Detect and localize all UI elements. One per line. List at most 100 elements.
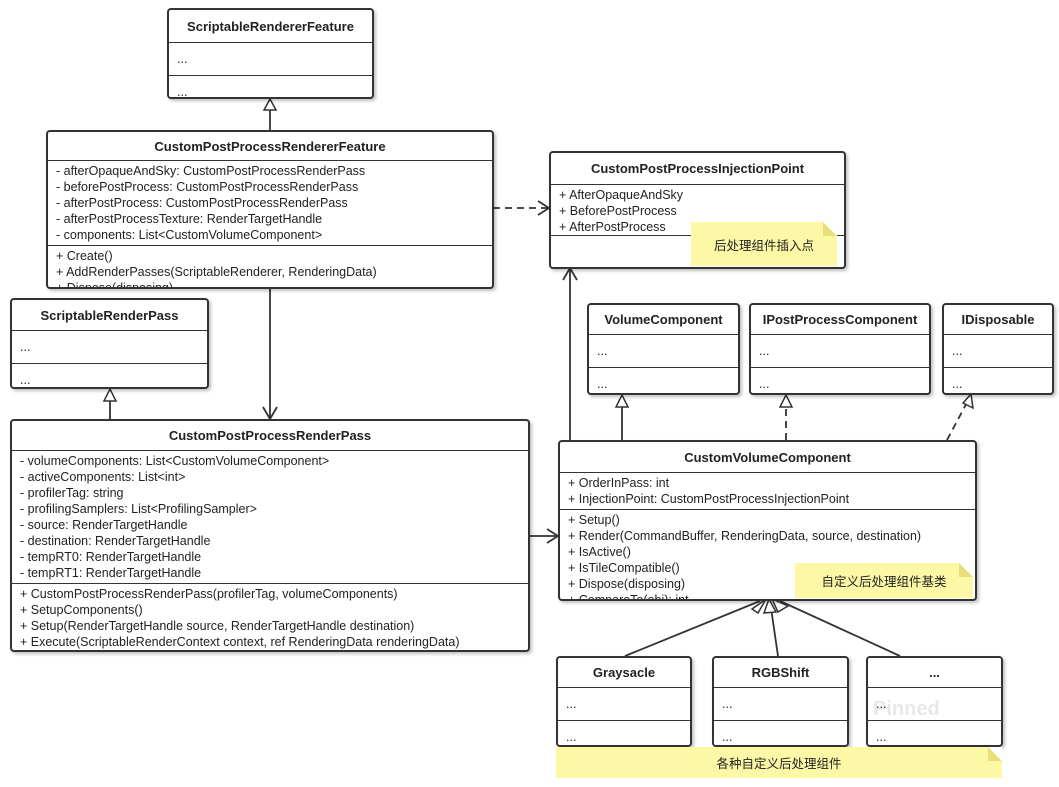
class-name: ScriptableRendererFeature [169,10,372,43]
methods-section: ... [751,367,929,393]
attribute-row: ... [722,697,733,711]
attributes-section: ... [868,688,1001,720]
method-row: + IsTileCompatible() [568,561,680,575]
method-row: ... [566,730,577,744]
methods-section: ... [589,367,738,393]
class-name: IPostProcessComponent [751,305,929,335]
methods-section: ... [714,720,847,745]
attribute-row: - afterPostProcess: CustomPostProcessRen… [56,196,348,210]
note-text: 后处理组件插入点 [713,238,814,253]
attribute-row: - afterPostProcessTexture: RenderTargetH… [56,212,323,226]
class-rgb-shift[interactable]: RGBShift ... ... [712,656,849,747]
method-row: + IsActive() [568,545,631,559]
class-more[interactable]: ... ... ... [866,656,1003,747]
attributes-section: ... [944,335,1052,367]
attributes-section: ... [751,335,929,367]
class-name: CustomPostProcessRendererFeature [48,132,492,161]
method-row: + Setup() [568,513,620,527]
class-idisposable[interactable]: IDisposable ... ... [942,303,1054,395]
class-name: VolumeComponent [589,305,738,335]
watermark: Pinned [873,698,940,720]
attribute-row: + AfterOpaqueAndSky [559,188,684,202]
inherit-more [779,600,901,657]
class-name: Graysacle [558,658,690,688]
class-volume-component[interactable]: VolumeComponent ... ... [587,303,740,395]
attribute-row: - source: RenderTargetHandle [20,518,188,532]
inherit-graysacle [624,600,761,657]
attribute-row: - beforePostProcess: CustomPostProcessRe… [56,180,359,194]
class-ipost-process-component[interactable]: IPostProcessComponent ... ... [749,303,931,395]
class-name: CustomPostProcessRenderPass [12,421,528,451]
method-row: ... [759,377,770,391]
method-row: + Render(CommandBuffer, RenderingData, s… [568,529,922,543]
attribute-row: + InjectionPoint: CustomPostProcessInjec… [568,492,850,506]
method-row: ... [722,730,733,744]
attribute-row: - profilerTag: string [20,486,124,500]
attribute-row: ... [876,697,887,711]
methods-section: ... [169,75,372,99]
method-row: + Create() [56,249,113,263]
class-custom-post-process-renderer-feature[interactable]: CustomPostProcessRendererFeature - after… [46,130,494,289]
method-row: + AddRenderPasses(ScriptableRenderer, Re… [56,265,377,279]
methods-section: + Create() + AddRenderPasses(ScriptableR… [48,245,492,289]
attribute-row: - tempRT0: RenderTargetHandle [20,550,202,564]
note-volume-base: 自定义后处理组件基类 [795,563,973,598]
class-name: IDisposable [944,305,1052,335]
method-row: + CustomPostProcessRenderPass(profilerTa… [20,587,398,601]
note-components: 各种自定义后处理组件 [556,747,1002,778]
class-custom-post-process-render-pass[interactable]: CustomPostProcessRenderPass - volumeComp… [10,419,530,652]
attribute-row: + AfterPostProcess [559,220,666,234]
attribute-row: - profilingSamplers: List<ProfilingSampl… [20,502,257,516]
methods-section: + CustomPostProcessRenderPass(profilerTa… [12,583,528,650]
method-row: ... [177,85,188,99]
methods-section: ... [944,367,1052,393]
note-injection-point: 后处理组件插入点 [691,222,837,266]
attributes-section: ... [12,331,207,363]
methods-section: ... [12,363,207,387]
attributes-section: + OrderInPass: int + InjectionPoint: Cus… [560,473,975,509]
attribute-row: ... [597,344,608,358]
note-fold-icon [988,747,1002,761]
method-row: + Execute(ScriptableRenderContext contex… [20,635,460,649]
methods-section: ... [558,720,690,745]
method-row: ... [597,377,608,391]
class-name: ... [868,658,1001,688]
attributes-section: + AfterOpaqueAndSky + BeforePostProcess … [551,185,844,235]
attribute-row: + BeforePostProcess [559,204,677,218]
method-row: ... [876,730,887,744]
class-name: ScriptableRenderPass [12,300,207,331]
attribute-row: - tempRT1: RenderTargetHandle [20,566,202,580]
class-name: CustomVolumeComponent [560,442,975,473]
attribute-row: - activeComponents: List<int> [20,470,186,484]
method-row: + Dispose(disposing) [568,577,686,591]
note-fold-icon [959,563,973,577]
attributes-section: ... [589,335,738,367]
note-text: 自定义后处理组件基类 [821,575,947,589]
method-row: ... [20,373,31,387]
attribute-row: ... [177,52,188,66]
attributes-section: ... [169,43,372,75]
attribute-row: - afterOpaqueAndSky: CustomPostProcessRe… [56,164,366,178]
attribute-row: + OrderInPass: int [568,476,670,490]
class-scriptable-renderer-feature[interactable]: ScriptableRendererFeature ... ... [167,8,374,99]
class-graysacle[interactable]: Graysacle ... ... [556,656,692,747]
method-row: + CompareTo(obj): int [568,593,689,601]
attribute-row: - components: List<CustomVolumeComponent… [56,228,323,242]
attribute-row: ... [952,344,963,358]
attributes-section: - afterOpaqueAndSky: CustomPostProcessRe… [48,161,492,245]
class-name: RGBShift [714,658,847,688]
method-row: + SetupComponents() [20,603,143,617]
method-row: + Dispose(disposing) [56,281,174,289]
note-text: 各种自定义后处理组件 [716,757,842,771]
attributes-section: - volumeComponents: List<CustomVolumeCom… [12,451,528,583]
methods-section: ... [868,720,1001,745]
attribute-row: - volumeComponents: List<CustomVolumeCom… [20,454,330,468]
method-row: ... [952,377,963,391]
attributes-section: ... [558,688,690,720]
class-scriptable-render-pass[interactable]: ScriptableRenderPass ... ... [10,298,209,389]
note-fold-icon [823,222,837,236]
attribute-row: ... [759,344,770,358]
attribute-row: ... [20,340,31,354]
attribute-row: - destination: RenderTargetHandle [20,534,211,548]
